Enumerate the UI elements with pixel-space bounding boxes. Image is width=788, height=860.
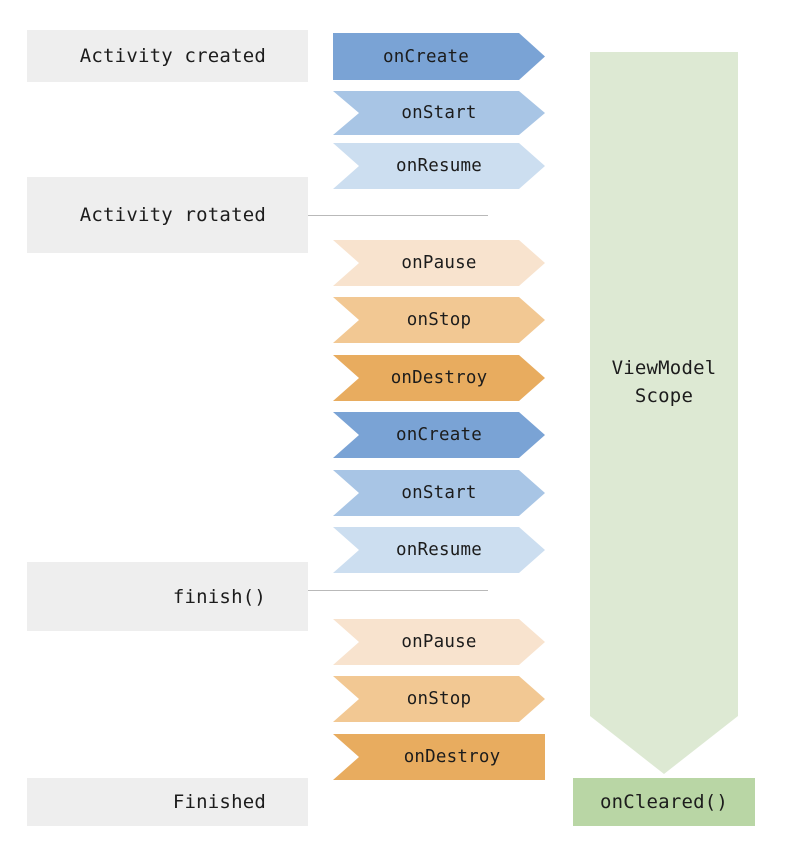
lifecycle-callback-onpause: onPause xyxy=(333,619,545,665)
lifecycle-callback-onstop: onStop xyxy=(333,676,545,722)
lifecycle-callback-label: onStop xyxy=(406,310,472,330)
viewmodel-scope-label-line1: ViewModel xyxy=(611,357,717,380)
lifecycle-callback-label: onCreate xyxy=(396,425,482,445)
lifecycle-callback-oncreate: onCreate xyxy=(333,33,545,80)
lifecycle-callback-label: onStart xyxy=(401,483,477,503)
lifecycle-callback-label: onResume xyxy=(396,540,482,560)
lifecycle-callback-onresume: onResume xyxy=(333,527,545,573)
viewmodel-scope-band: ViewModel Scope xyxy=(590,52,738,774)
stage-label-finish: finish() xyxy=(27,562,308,631)
lifecycle-callback-onstart: onStart xyxy=(333,470,545,516)
lifecycle-callback-label: onDestroy xyxy=(403,747,501,767)
lifecycle-callback-ondestroy: onDestroy xyxy=(333,734,545,780)
lifecycle-callback-onstop: onStop xyxy=(333,297,545,343)
stage-label-activity-created: Activity created xyxy=(27,30,308,82)
lifecycle-callback-onresume: onResume xyxy=(333,143,545,189)
stage-label-text: Activity rotated xyxy=(79,204,266,226)
stage-label-activity-rotated: Activity rotated xyxy=(27,177,308,253)
lifecycle-callback-label: onStart xyxy=(401,103,477,123)
lifecycle-callback-label: onPause xyxy=(401,632,477,652)
connector-line-finish xyxy=(308,590,488,591)
lifecycle-callback-ondestroy: onDestroy xyxy=(333,355,545,401)
lifecycle-callback-label: onDestroy xyxy=(390,368,488,388)
lifecycle-callback-oncreate: onCreate xyxy=(333,412,545,458)
on-cleared-label: onCleared() xyxy=(599,791,729,813)
lifecycle-callback-label: onStop xyxy=(406,689,472,709)
stage-label-text: finish() xyxy=(172,585,266,608)
lifecycle-callback-label: onCreate xyxy=(383,46,469,67)
stage-label-text: Finished xyxy=(172,791,266,813)
lifecycle-callback-label: onPause xyxy=(401,253,477,273)
viewmodel-scope-label: ViewModel Scope xyxy=(612,355,717,410)
stage-label-text: Activity created xyxy=(79,45,266,67)
lifecycle-callback-onpause: onPause xyxy=(333,240,545,286)
lifecycle-callback-onstart: onStart xyxy=(333,91,545,135)
lifecycle-callback-label: onResume xyxy=(396,156,482,176)
on-cleared-box: onCleared() xyxy=(573,778,755,826)
stage-label-finished: Finished xyxy=(27,778,308,826)
viewmodel-scope-label-line2: Scope xyxy=(634,385,694,407)
connector-line-rotated xyxy=(308,215,488,216)
